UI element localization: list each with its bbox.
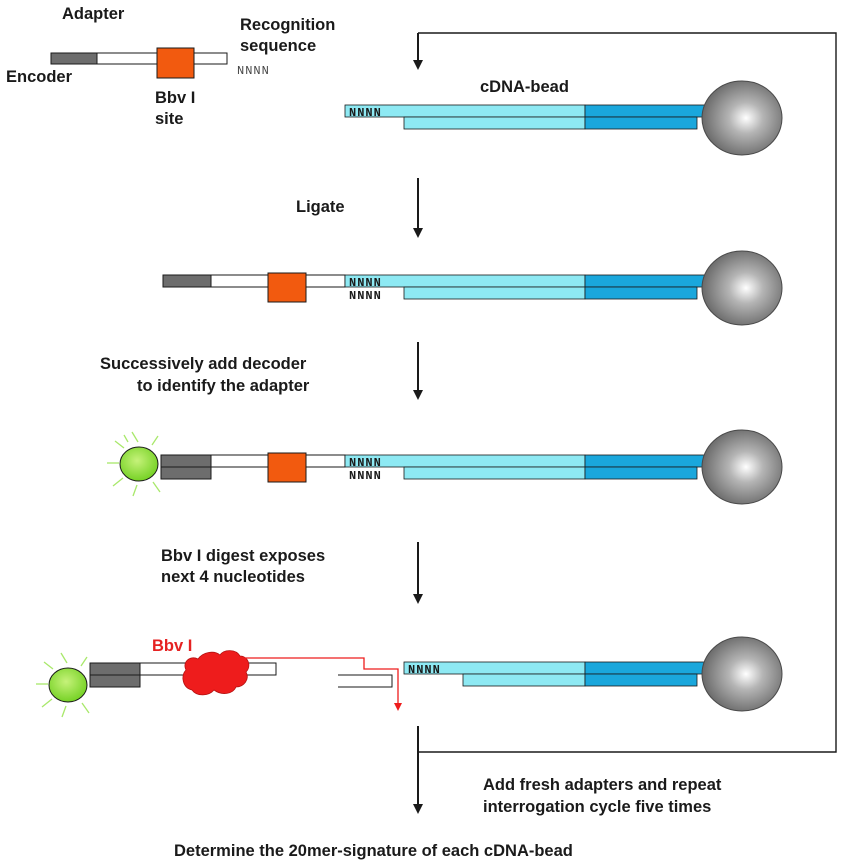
bbv-site-box xyxy=(267,272,307,303)
cycle-loop-line xyxy=(418,32,837,753)
arrow-final xyxy=(413,726,423,814)
digest-label-2: next 4 nucleotides xyxy=(161,568,305,586)
nnnn-overhang: NNNN xyxy=(349,106,382,120)
arrow-top xyxy=(413,33,423,70)
arrow-ligate xyxy=(413,178,423,238)
bbv-site-label-1: Bbv I xyxy=(155,89,195,107)
ligated-row: NNNN NNNN xyxy=(162,250,783,326)
digest-row: NNNN xyxy=(36,636,783,718)
nnnn-exposed: NNNN xyxy=(408,663,441,677)
bead xyxy=(701,80,783,156)
cdna-bead-row-1: NNNN xyxy=(344,80,783,156)
recognition-nnnn: NNNN xyxy=(237,64,270,78)
decoder-fluor xyxy=(48,667,88,703)
encoder-segment xyxy=(50,52,98,65)
ligate-label: Ligate xyxy=(296,198,345,216)
nnnn-bottom: NNNN xyxy=(349,469,382,483)
repeat-label-2: interrogation cycle five times xyxy=(483,798,711,816)
cut-arrowhead xyxy=(394,703,402,711)
bbv-site-label-2: site xyxy=(155,110,183,128)
bbv-enzyme-label: Bbv I xyxy=(152,637,192,655)
arrow-decoder xyxy=(413,342,423,400)
recognition-label-1: Recognition xyxy=(240,16,335,34)
bbv-cut-line xyxy=(226,657,399,706)
decoder-label-1: Successively add decoder xyxy=(100,355,307,373)
digest-label-1: Bbv I digest exposes xyxy=(161,547,325,565)
bead xyxy=(701,250,783,326)
decoder-glow-rays xyxy=(107,431,161,497)
nnnn-top: NNNN xyxy=(349,276,382,290)
nnnn-top: NNNN xyxy=(349,456,382,470)
decoder-row: NNNN NNNN xyxy=(107,429,783,505)
bbv-site-box xyxy=(156,47,195,79)
arrow-digest xyxy=(413,542,423,604)
nnnn-bottom: NNNN xyxy=(349,289,382,303)
adapter-label: Adapter xyxy=(62,5,125,23)
cdna-bead-label: cDNA-bead xyxy=(480,78,569,96)
decoder-label-2: to identify the adapter xyxy=(137,377,310,395)
adapter-diagram: NNNN xyxy=(50,47,270,79)
final-label: Determine the 20mer-signature of each cD… xyxy=(174,842,573,860)
encoder-label: Encoder xyxy=(6,68,73,86)
recognition-label-2: sequence xyxy=(240,37,316,55)
cleaved-fragment xyxy=(338,674,393,688)
decoder-glow-rays xyxy=(36,652,90,718)
bbv-enzyme-blob xyxy=(182,650,250,696)
decoder-fluor xyxy=(119,446,159,482)
repeat-label-1: Add fresh adapters and repeat xyxy=(483,776,722,794)
bbv-site-box xyxy=(267,452,307,483)
bead xyxy=(701,636,783,712)
bead xyxy=(701,429,783,505)
